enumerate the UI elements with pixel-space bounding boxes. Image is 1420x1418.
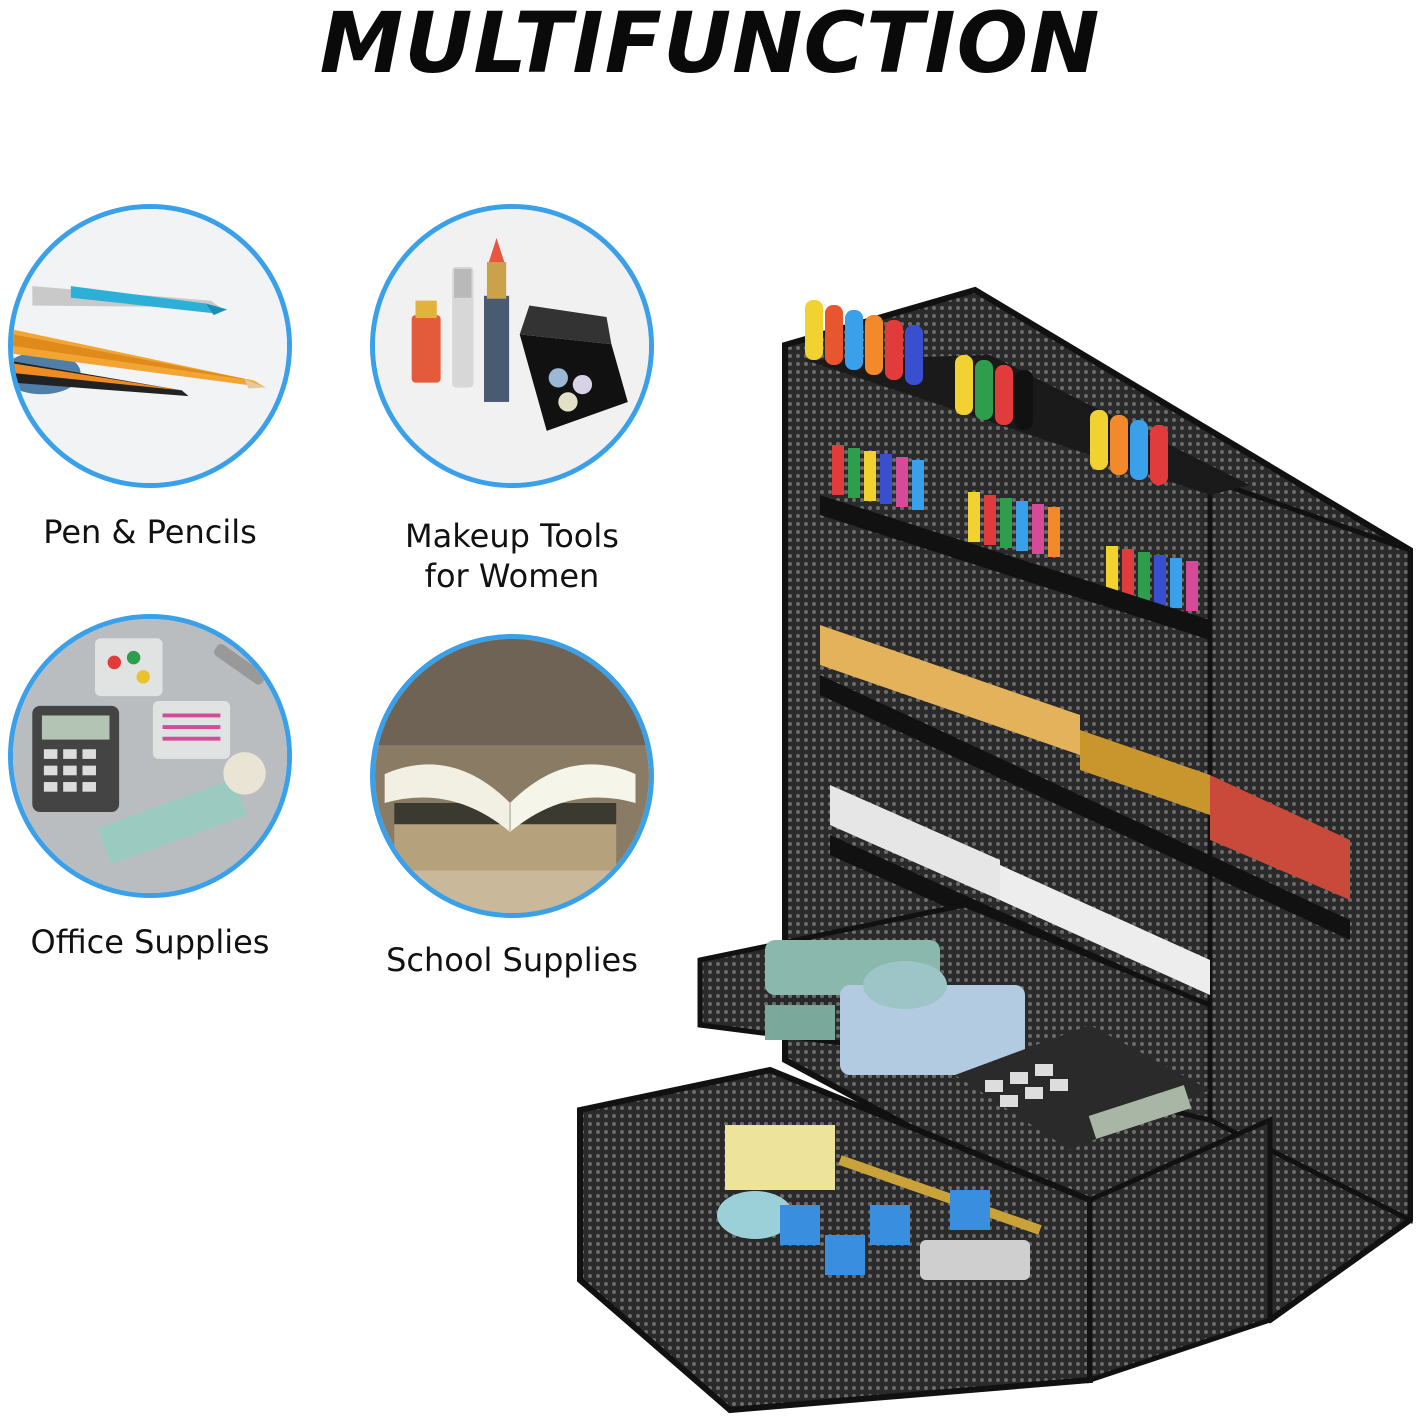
feature-caption-line1: Makeup Tools [405, 517, 619, 555]
feature-caption: Office Supplies [30, 923, 270, 961]
pens-pencils-icon [8, 204, 292, 488]
feature-caption: Pen & Pencils [43, 513, 257, 551]
page-title: MULTIFUNCTION [319, 0, 1101, 92]
feature-caption-line2: for Women [424, 557, 600, 595]
feature-caption: School Supplies [386, 941, 638, 979]
desk-organizer-image [570, 280, 1420, 1418]
books-icon [370, 634, 654, 918]
office-supplies-icon [8, 614, 292, 898]
makeup-icon [370, 204, 654, 488]
